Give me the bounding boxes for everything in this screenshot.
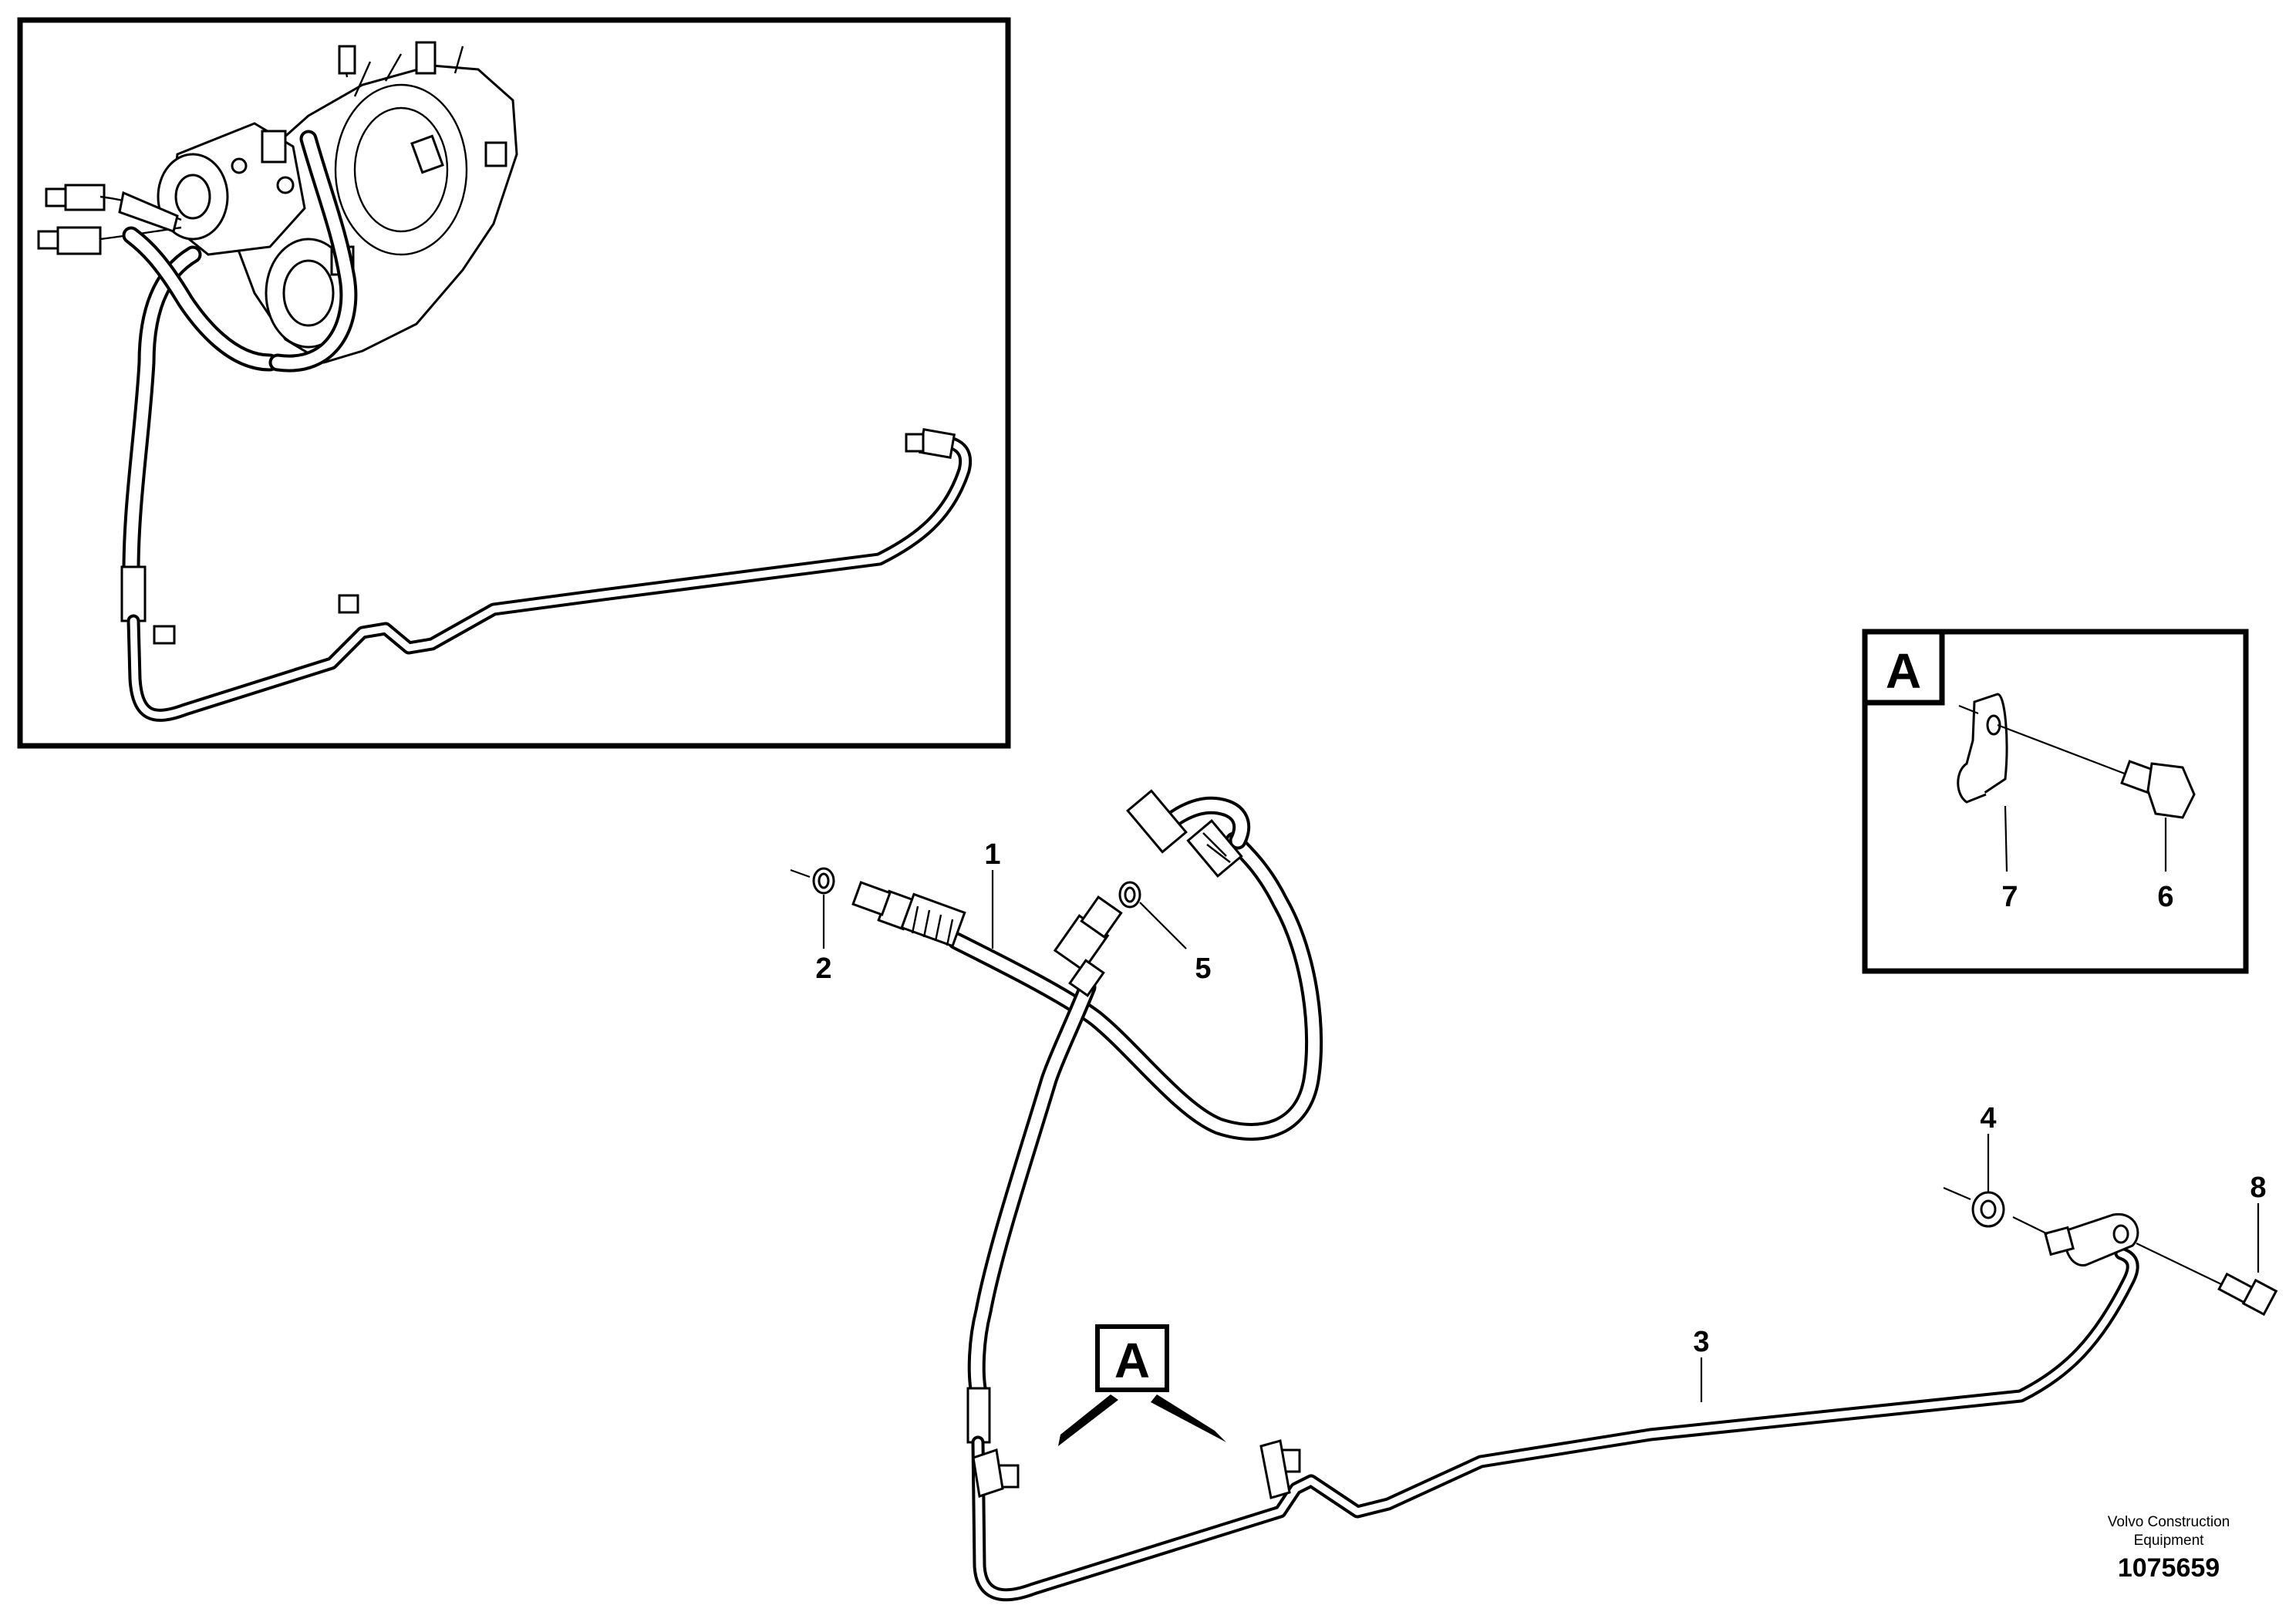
footer-block: Volvo Construction Equipment 1075659 xyxy=(2108,1514,2230,1583)
drawing-number: 1075659 xyxy=(2118,1553,2220,1583)
brand-line-1: Volvo Construction xyxy=(2108,1514,2230,1530)
callout-numbers: 1 2 3 4 5 6 7 8 xyxy=(815,838,2266,1358)
inset-piping xyxy=(120,130,973,722)
inset-sensor-connectors xyxy=(37,184,182,255)
detail-view-label: A xyxy=(1886,643,1921,699)
main-exploded-view xyxy=(790,789,2278,1602)
hose-vertical xyxy=(967,978,1097,1398)
overview-inset xyxy=(17,17,1011,749)
clamp-7 xyxy=(1957,693,2008,804)
bolt-8 xyxy=(2136,1243,2278,1317)
detail-view-a: A xyxy=(1862,629,2249,974)
hose-ferrule xyxy=(966,1387,991,1444)
brand-line-2: Equipment xyxy=(2134,1533,2205,1549)
pipe-clamp-left xyxy=(972,1448,1020,1498)
pipe-end-flange xyxy=(2012,1213,2139,1266)
hose-fitting-middle xyxy=(1053,895,1123,997)
pipe-clamp-right xyxy=(1259,1439,1301,1499)
callout-6: 6 xyxy=(2157,881,2173,913)
callout-7: 7 xyxy=(2001,881,2018,913)
hose-1-fitting-left xyxy=(851,881,966,948)
callout-3: 3 xyxy=(1693,1326,1709,1358)
bolt-6 xyxy=(1997,723,2196,819)
callout-1: 1 xyxy=(984,838,1000,871)
callout-leaders xyxy=(822,870,2260,1402)
pipe-3 xyxy=(971,1246,2139,1602)
callout-2: 2 xyxy=(815,953,831,985)
callout-8: 8 xyxy=(2250,1172,2266,1204)
view-a-marker: A xyxy=(1058,1324,1226,1446)
leader-7 xyxy=(2004,805,2008,872)
callout-5: 5 xyxy=(1195,953,1211,985)
callout-4: 4 xyxy=(1980,1102,1996,1135)
view-a-label: A xyxy=(1114,1333,1150,1388)
washer-4 xyxy=(1943,1186,2005,1228)
hose-1-fitting-upper xyxy=(1126,789,1243,878)
